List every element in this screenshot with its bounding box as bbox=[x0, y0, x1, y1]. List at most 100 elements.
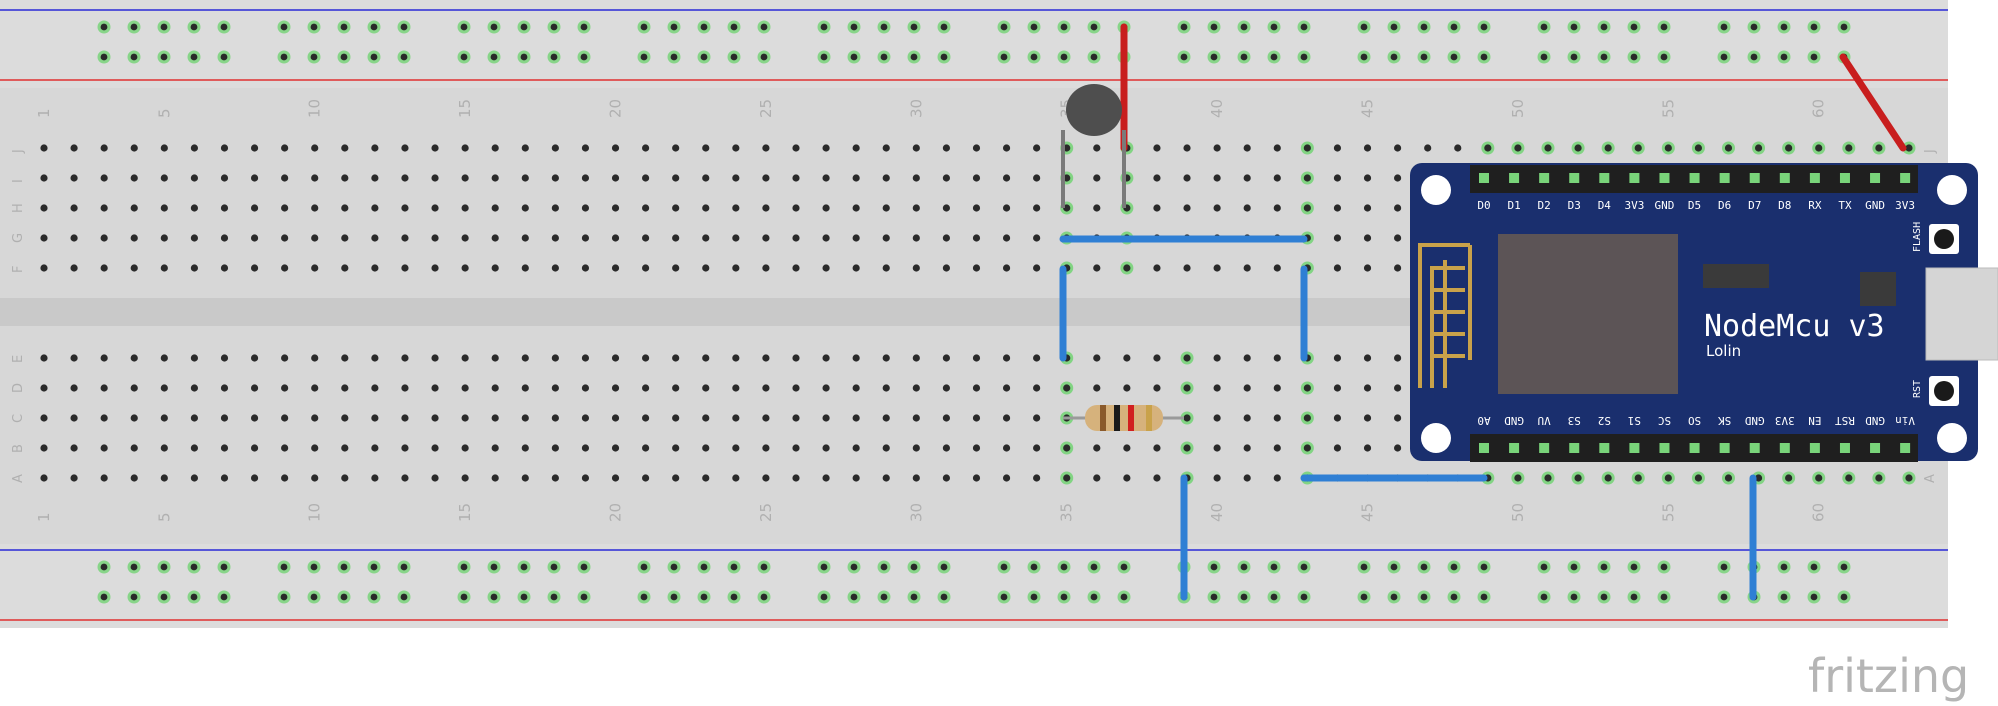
breadboard-hole[interactable] bbox=[70, 474, 78, 482]
header-pin[interactable] bbox=[1629, 443, 1640, 453]
breadboard-hole[interactable] bbox=[852, 384, 860, 392]
rail-hole[interactable] bbox=[1267, 560, 1281, 574]
breadboard-hole[interactable] bbox=[100, 204, 108, 212]
breadboard-hole[interactable] bbox=[702, 234, 710, 242]
breadboard-hole[interactable] bbox=[40, 444, 48, 452]
rail-hole[interactable] bbox=[1207, 560, 1221, 574]
breadboard-hole[interactable] bbox=[792, 144, 800, 152]
breadboard-hole[interactable] bbox=[461, 234, 469, 242]
breadboard-hole[interactable] bbox=[160, 444, 168, 452]
rail-hole[interactable] bbox=[277, 590, 291, 604]
rail-hole[interactable] bbox=[727, 50, 741, 64]
breadboard-hole[interactable] bbox=[160, 384, 168, 392]
breadboard-hole[interactable] bbox=[1243, 204, 1251, 212]
breadboard-hole[interactable] bbox=[1631, 471, 1645, 485]
rail-hole[interactable] bbox=[397, 50, 411, 64]
breadboard-hole[interactable] bbox=[1394, 264, 1402, 272]
breadboard-hole[interactable] bbox=[1363, 144, 1372, 152]
rail-hole[interactable] bbox=[187, 50, 201, 64]
breadboard-hole[interactable] bbox=[762, 474, 770, 482]
breadboard-hole[interactable] bbox=[882, 174, 890, 182]
rail-hole[interactable] bbox=[1357, 590, 1371, 604]
rail-hole[interactable] bbox=[1417, 20, 1431, 34]
rail-hole[interactable] bbox=[127, 560, 141, 574]
breadboard-hole[interactable] bbox=[1691, 471, 1705, 485]
breadboard-hole[interactable] bbox=[581, 414, 590, 422]
rail-hole[interactable] bbox=[1417, 50, 1431, 64]
breadboard-hole[interactable] bbox=[942, 414, 951, 422]
breadboard-hole[interactable] bbox=[1902, 471, 1916, 485]
breadboard-hole[interactable] bbox=[1183, 174, 1191, 182]
breadboard-hole[interactable] bbox=[130, 264, 138, 272]
breadboard-hole[interactable] bbox=[431, 474, 439, 482]
rail-hole[interactable] bbox=[1567, 20, 1581, 34]
rail-hole[interactable] bbox=[727, 560, 741, 574]
breadboard-hole[interactable] bbox=[702, 384, 710, 392]
breadboard-hole[interactable] bbox=[70, 204, 78, 212]
breadboard-hole[interactable] bbox=[1213, 384, 1221, 392]
breadboard-hole[interactable] bbox=[762, 234, 770, 242]
header-pin[interactable] bbox=[1900, 443, 1911, 453]
breadboard-hole[interactable] bbox=[521, 174, 529, 182]
breadboard-hole[interactable] bbox=[882, 264, 890, 272]
breadboard-hole[interactable] bbox=[1872, 471, 1886, 485]
rail-hole[interactable] bbox=[1387, 560, 1401, 574]
breadboard-hole[interactable] bbox=[762, 144, 770, 152]
rail-hole[interactable] bbox=[277, 20, 291, 34]
rail-hole[interactable] bbox=[457, 560, 471, 574]
breadboard-hole[interactable] bbox=[1661, 141, 1675, 155]
breadboard-hole[interactable] bbox=[1002, 384, 1011, 392]
breadboard-hole[interactable] bbox=[1454, 144, 1462, 152]
breadboard-hole[interactable] bbox=[852, 174, 860, 182]
breadboard-hole[interactable] bbox=[1033, 444, 1041, 452]
breadboard-hole[interactable] bbox=[1153, 384, 1161, 392]
rail-hole[interactable] bbox=[1657, 590, 1671, 604]
breadboard-hole[interactable] bbox=[311, 354, 319, 362]
rail-hole[interactable] bbox=[487, 20, 501, 34]
breadboard-hole[interactable] bbox=[1002, 414, 1011, 422]
rail-hole[interactable] bbox=[367, 20, 381, 34]
rail-hole[interactable] bbox=[1837, 20, 1851, 34]
breadboard-hole[interactable] bbox=[190, 234, 198, 242]
breadboard-hole[interactable] bbox=[40, 384, 48, 392]
breadboard-hole[interactable] bbox=[942, 384, 951, 392]
rail-hole[interactable] bbox=[997, 590, 1011, 604]
breadboard-hole[interactable] bbox=[311, 384, 319, 392]
breadboard-hole[interactable] bbox=[1033, 384, 1041, 392]
breadboard-hole[interactable] bbox=[1180, 411, 1194, 425]
breadboard-hole[interactable] bbox=[852, 474, 860, 482]
breadboard-hole[interactable] bbox=[792, 204, 800, 212]
rail-hole[interactable] bbox=[1087, 560, 1101, 574]
rail-hole[interactable] bbox=[1237, 560, 1251, 574]
breadboard-hole[interactable] bbox=[551, 444, 559, 452]
rail-hole[interactable] bbox=[1627, 560, 1641, 574]
rail-hole[interactable] bbox=[667, 590, 681, 604]
breadboard-hole[interactable] bbox=[371, 414, 379, 422]
breadboard-hole[interactable] bbox=[1243, 174, 1251, 182]
breadboard-hole[interactable] bbox=[1394, 144, 1402, 152]
rail-hole[interactable] bbox=[127, 590, 141, 604]
breadboard-hole[interactable] bbox=[1243, 384, 1251, 392]
rail-hole[interactable] bbox=[1537, 20, 1551, 34]
breadboard-hole[interactable] bbox=[762, 264, 770, 272]
breadboard-hole[interactable] bbox=[1541, 471, 1555, 485]
breadboard-hole[interactable] bbox=[852, 354, 860, 362]
breadboard-hole[interactable] bbox=[491, 414, 499, 422]
rail-hole[interactable] bbox=[1417, 590, 1431, 604]
rail-hole[interactable] bbox=[907, 590, 921, 604]
rail-hole[interactable] bbox=[877, 560, 891, 574]
rail-hole[interactable] bbox=[367, 50, 381, 64]
breadboard-hole[interactable] bbox=[1752, 141, 1766, 155]
breadboard-hole[interactable] bbox=[1180, 441, 1194, 455]
rail-hole[interactable] bbox=[577, 50, 591, 64]
breadboard-hole[interactable] bbox=[491, 474, 499, 482]
breadboard-hole[interactable] bbox=[1033, 474, 1041, 482]
breadboard-hole[interactable] bbox=[1002, 144, 1011, 152]
rail-hole[interactable] bbox=[1117, 590, 1131, 604]
rail-hole[interactable] bbox=[817, 560, 831, 574]
header-pin[interactable] bbox=[1900, 173, 1911, 183]
wire-red[interactable] bbox=[1839, 53, 1907, 152]
breadboard-hole[interactable] bbox=[100, 174, 108, 182]
breadboard-hole[interactable] bbox=[130, 174, 138, 182]
